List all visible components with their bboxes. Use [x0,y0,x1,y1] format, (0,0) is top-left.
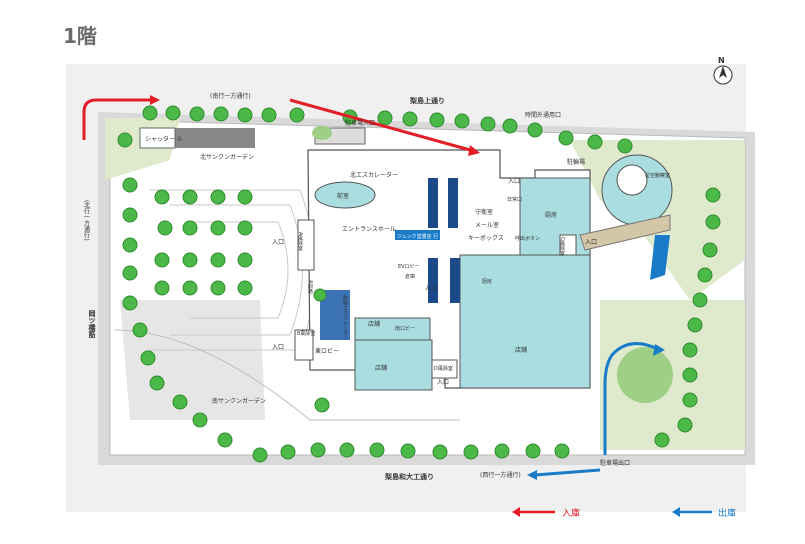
legend-in-arrow-icon [512,507,520,517]
in-arrow-head-2 [468,145,480,156]
small-lawn [312,126,332,140]
b-wind-room [294,329,314,361]
street-west-oneway: (北行一方通行) [83,200,90,241]
shop-east [459,254,591,389]
compass-label: N [718,56,725,65]
elevator-block-2 [448,178,458,228]
elevator-block-3 [428,258,438,303]
label-shop-3: 店舗 [375,364,387,372]
label-time-parking: 時間外通用口 [525,111,561,119]
label-parking-entrance: 駐車場入口 [345,119,375,127]
label-east-lobby: 東ロビー [315,347,339,355]
label-atrium-escalator: 吹抜エスカレーター [342,294,348,340]
in-arrow-head-1 [150,95,160,105]
street-north-oneway: (南行一方通行) [210,92,251,100]
junk-shop-sign [395,230,440,240]
label-ramp: A斜路 [307,280,313,295]
label-door-entrance: 入口 [508,178,520,185]
shop-southwest [354,317,431,341]
compass-needle-icon [719,66,727,78]
label-shop-1: 店舗 [515,346,527,354]
elevator-block-4 [450,258,460,303]
label-entrance-hall: エントランスホール [342,226,396,233]
label-kitchen-2: 厨房 [482,278,492,285]
in-arrow-north-west [82,98,150,140]
out-arrow-head-1 [653,344,665,356]
label-emergency: 非常口 [507,196,522,203]
label-shutter: シャッター ① [145,135,182,143]
label-mail: メール室 [475,221,499,229]
street-south-oneway: (西行一方通行) [480,471,521,479]
label-south-lobby: 南ロビー [395,325,415,332]
label-south-sunken: 南サンクンガーデン [212,397,266,405]
shutter-box [139,127,176,149]
glass-canopy [650,235,670,280]
shop-south [354,339,433,391]
label-enter-3: 入口 [437,379,449,386]
planetarium-core [616,164,648,196]
street-north: 梨島上通り [409,96,445,105]
sunken-stairs [175,128,255,148]
out-arrow-head-2 [527,470,537,480]
label-ev-button: 呼出ボタン [515,235,540,242]
d-wind-room [431,359,458,379]
label-north-escalator: 北エスカレーター [350,171,398,179]
label-enter-1: 入口 [272,239,284,246]
label-junk-shop: ジュンク堂書店 行 [397,233,438,240]
label-foyer: 前室 [337,192,349,200]
label-b-wind: B風除室 [297,330,315,337]
roundabout [617,347,673,403]
label-planetarium: 星空観察室 [645,172,670,179]
a-wind-room [297,219,315,271]
label-shop-2: 店舗 [368,320,380,328]
label-guard: 守衛室 [475,208,493,216]
label-parking-exit: 駐車場出口 [600,459,630,467]
label-d-wind: D風除室 [434,365,453,372]
label-keybox: キーボックス [468,234,504,242]
label-enter-2: 入口 [272,344,284,351]
street-south: 梨島和大工通り [384,472,434,481]
label-enter-4: 入口 [585,239,597,246]
legend-out-arrow-icon [672,507,680,517]
label-kitchen-1: 厨房 [545,211,557,219]
tree-row-south [252,442,570,463]
tree-grid-west [122,177,330,448]
label-ev-lobby: EVロビー [398,263,420,270]
floor-title: 1階 [63,24,97,48]
legend-out-label: 出庫 [718,507,736,519]
label-storage: 倉庫 [405,273,415,280]
c-wind-room [559,234,577,256]
label-bike: 駐輪場 [567,158,585,166]
label-north-sunken: 北サンクンガーデン [200,153,254,161]
legend-in-label: 入庫 [562,507,580,519]
label-a-wind: A風除室 [297,232,303,251]
out-arrow-east [603,342,661,455]
drive-arc-3 [190,221,289,319]
label-enter-5: 入口 [425,285,437,292]
elevator-block-1 [428,178,438,228]
out-arrow-south [534,468,601,477]
label-c-wind: C風除室 [559,237,565,256]
in-arrow-north-east [289,98,471,152]
tree-row-east [654,187,721,448]
street-west: 岡ツ橋筋 [88,310,97,339]
foyer-ellipse [314,181,376,209]
bridge [579,214,671,251]
